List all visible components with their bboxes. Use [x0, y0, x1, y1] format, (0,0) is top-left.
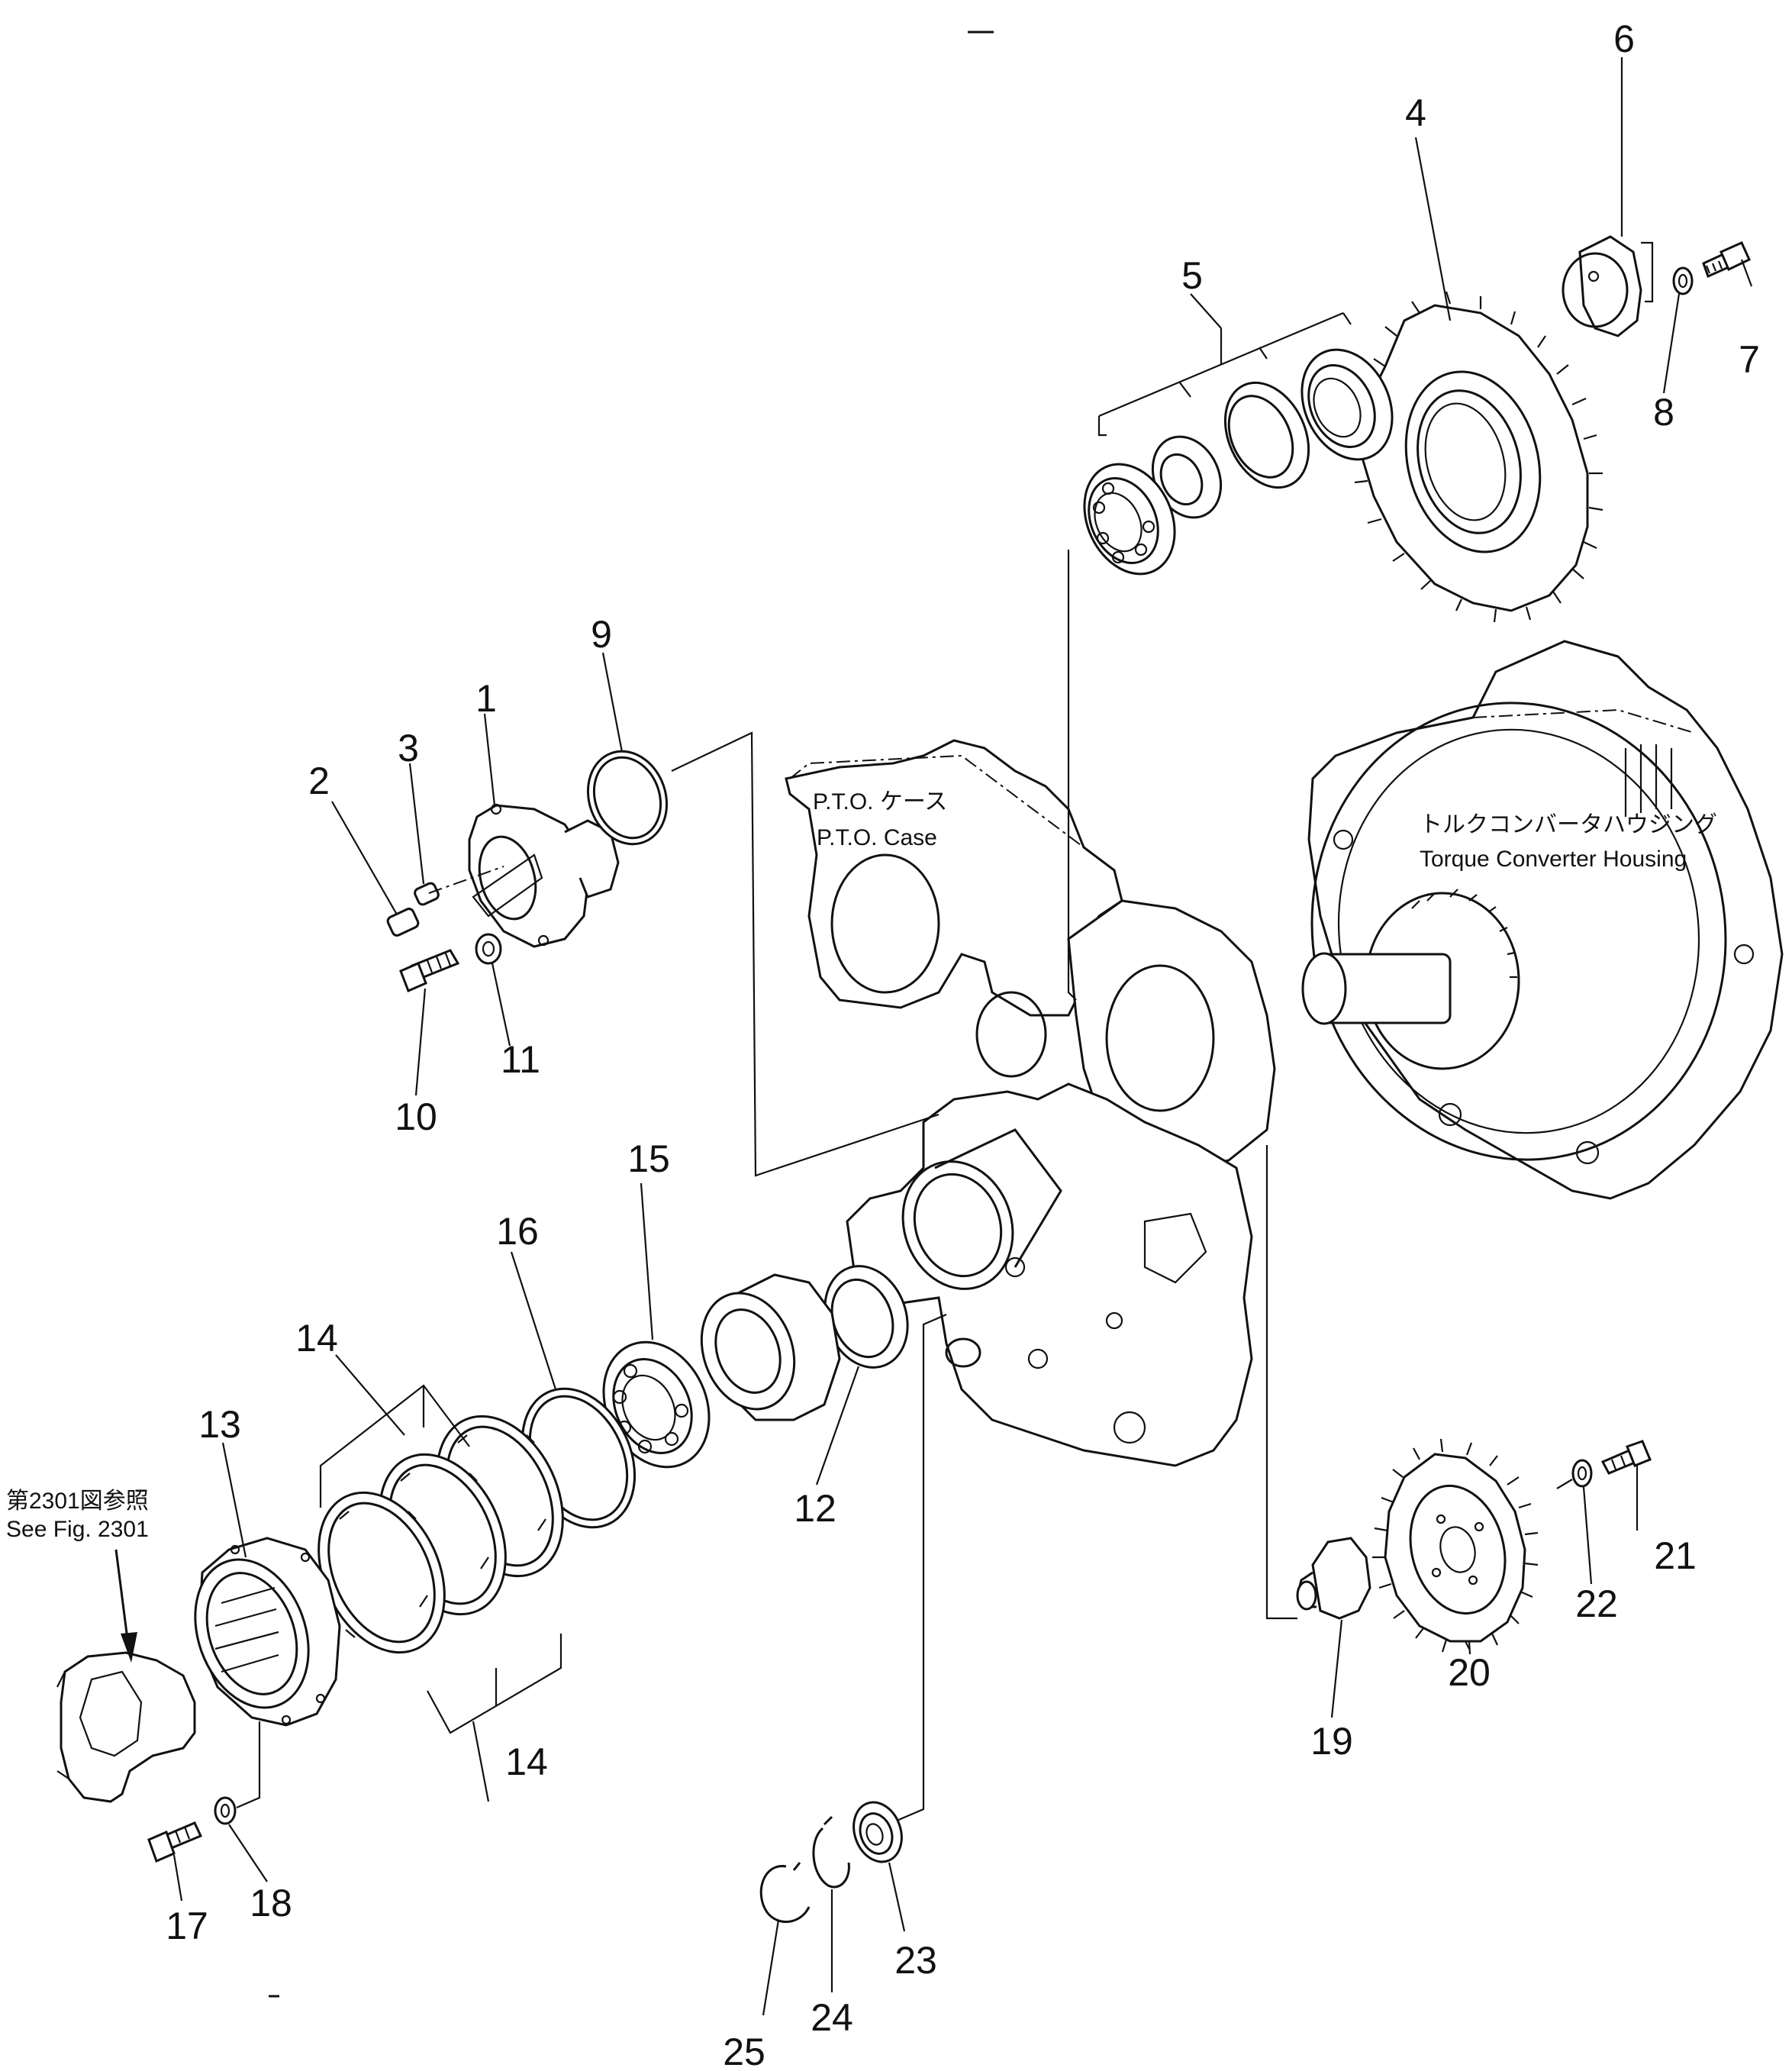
- pump-1: [468, 803, 620, 948]
- callout-20: 20: [1448, 1651, 1491, 1694]
- callout-14-bottom: 14: [505, 1740, 548, 1783]
- callout-9: 9: [591, 613, 612, 656]
- callout-24: 24: [811, 1996, 853, 2039]
- bearing-23: [852, 1801, 903, 1863]
- bearing-5-large: [1300, 348, 1394, 461]
- bracket-19: [1265, 1145, 1297, 1620]
- leader-5-down: [1067, 550, 1077, 1001]
- leader-lines: [172, 57, 1753, 2016]
- leader-23: [896, 1313, 947, 1822]
- callout-13: 13: [198, 1403, 241, 1446]
- callout-3: 3: [398, 727, 419, 769]
- callout-1: 1: [475, 677, 497, 720]
- callout-10: 10: [395, 1095, 437, 1138]
- leader-9: [671, 731, 940, 1177]
- callout-6: 6: [1613, 18, 1635, 60]
- snap-ring-24: [812, 1815, 850, 1889]
- pto-case-label-en: P.T.O. Case: [817, 825, 937, 850]
- callout-12: 12: [794, 1487, 836, 1530]
- callout-7: 7: [1739, 338, 1760, 381]
- callout-18: 18: [250, 1882, 292, 1924]
- callout-4: 4: [1405, 92, 1426, 134]
- bracket-5: [1097, 311, 1352, 437]
- callout-5: 5: [1181, 254, 1203, 297]
- bearing-5-roller: [1083, 463, 1176, 576]
- torque-converter-label-jp: トルクコンバータハウジング: [1420, 812, 1717, 837]
- bolt-10: [399, 949, 460, 992]
- callout-17: 17: [166, 1905, 208, 1947]
- callout-11: 11: [501, 1038, 540, 1081]
- callout-numbers: 1 2 3 4 5 6 7 8 9 10 11 12 13 14 14 15 1…: [166, 18, 1760, 2071]
- bolt-17: [147, 1821, 203, 1863]
- coupling-see-fig: [56, 1651, 196, 1803]
- pump-centerline: [428, 866, 504, 894]
- spacer-cylinder: [700, 1273, 841, 1421]
- cover-6: [1562, 235, 1642, 337]
- washer-22-leader-line: [1556, 1479, 1573, 1489]
- callout-2: 2: [308, 760, 330, 802]
- gear-4: [1349, 291, 1603, 623]
- gear-20: [1372, 1438, 1539, 1655]
- pto-case: [785, 739, 1276, 1467]
- plug-3: [414, 882, 440, 906]
- bracket-6: [1641, 241, 1654, 303]
- callout-19: 19: [1310, 1720, 1353, 1763]
- washer-22: [1571, 1459, 1593, 1488]
- washer-18: [214, 1796, 237, 1825]
- o-ring-9: [586, 750, 669, 846]
- torque-converter-housing: [1301, 640, 1784, 1200]
- callout-25: 25: [723, 2031, 765, 2071]
- see-fig-arrow: [114, 1549, 137, 1663]
- cover-13: [194, 1537, 341, 1727]
- callout-14-top: 14: [295, 1317, 338, 1360]
- callout-15: 15: [627, 1137, 670, 1180]
- callout-21: 21: [1654, 1534, 1697, 1577]
- plug-2: [386, 908, 420, 937]
- bracket-14-top: [319, 1384, 470, 1508]
- torque-converter-label-en: Torque Converter Housing: [1420, 847, 1687, 872]
- pto-case-label-jp: P.T.O. ケース: [813, 789, 947, 815]
- callout-23: 23: [894, 1939, 937, 1982]
- bracket-14-bottom: [427, 1634, 562, 1734]
- callout-8: 8: [1653, 391, 1674, 434]
- ring-5: [1223, 381, 1310, 489]
- shaft-19: [1296, 1537, 1371, 1620]
- leader-13-down: [236, 1721, 261, 1809]
- see-fig-label-en: See Fig. 2301: [6, 1517, 149, 1542]
- snap-ring-25: [759, 1862, 811, 1924]
- callout-22: 22: [1575, 1582, 1618, 1625]
- callout-16: 16: [496, 1210, 539, 1253]
- see-fig-label-jp: 第2301図参照: [6, 1489, 149, 1514]
- bolt-21: [1600, 1440, 1652, 1475]
- washer-11: [475, 933, 502, 965]
- washer-8: [1672, 266, 1694, 295]
